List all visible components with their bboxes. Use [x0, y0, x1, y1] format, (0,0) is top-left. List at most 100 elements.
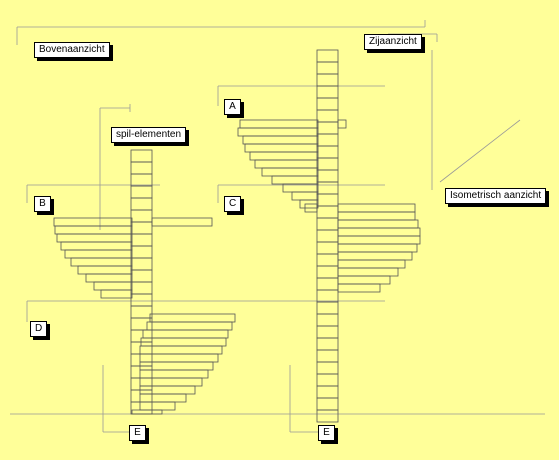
step [146, 321, 233, 331]
step [337, 203, 416, 213]
step [100, 289, 133, 299]
step [139, 401, 176, 411]
column-segment [130, 257, 153, 271]
step [291, 191, 319, 201]
step [337, 235, 421, 245]
column-segment [130, 341, 153, 355]
column-segment [316, 325, 339, 339]
column-segment [316, 145, 339, 159]
step [239, 119, 319, 129]
column-segment [316, 397, 339, 411]
column-segment [316, 193, 339, 207]
column-segment [130, 221, 153, 235]
step [244, 143, 319, 153]
step [77, 265, 133, 275]
step [337, 119, 347, 129]
step [304, 203, 318, 213]
step [139, 377, 203, 387]
column-segment [316, 265, 339, 279]
step [64, 249, 133, 259]
step [299, 199, 319, 209]
column-segment [130, 293, 153, 307]
step [151, 217, 213, 227]
step [53, 217, 133, 227]
column-segment [316, 181, 339, 195]
column-segment [130, 149, 153, 163]
step [139, 369, 209, 379]
column-segment [130, 233, 153, 247]
column-segment [316, 169, 339, 183]
step [242, 135, 319, 145]
label-section-a: A [224, 99, 241, 115]
column-segment [316, 361, 339, 375]
column-segment [130, 377, 153, 391]
column-segment [130, 389, 153, 403]
step [142, 329, 229, 339]
step [60, 241, 133, 251]
column-segment [316, 373, 339, 387]
column-segment [316, 289, 339, 303]
column-segment [316, 157, 339, 171]
column-segment [130, 401, 153, 415]
column-segment [316, 253, 339, 267]
column-segment [130, 329, 153, 343]
step [337, 251, 413, 261]
guide-line-isometric [439, 119, 521, 183]
step [337, 243, 418, 253]
step [337, 283, 381, 293]
column-segment [316, 61, 339, 75]
column-segment [316, 385, 339, 399]
column-segment [130, 305, 153, 319]
column-segment [316, 349, 339, 363]
column-segment [130, 365, 153, 379]
label-isometrisch-aanzicht: Isometrisch aanzicht [445, 188, 547, 204]
column-segment [316, 97, 339, 111]
column-segment [316, 241, 339, 255]
label-section-e-left: E [129, 425, 146, 441]
column-segment [316, 409, 339, 423]
step [271, 175, 319, 185]
column-segment [130, 245, 153, 259]
label-spil-elementen: spil-elementen [111, 127, 187, 143]
section-guide-lines [10, 20, 545, 433]
step [337, 211, 416, 221]
column-segment [316, 277, 339, 291]
column-segment [316, 133, 339, 147]
step [93, 281, 133, 291]
step [254, 159, 319, 169]
column-segment [130, 197, 153, 211]
column-segment [130, 185, 153, 199]
step [70, 257, 133, 267]
column-segment [316, 205, 339, 219]
label-zijaanzicht: Zijaanzicht [364, 34, 422, 50]
step [140, 337, 227, 347]
label-section-d: D [30, 321, 48, 337]
step [237, 127, 319, 137]
step [56, 233, 133, 243]
column-segment [316, 73, 339, 87]
label-section-b: B [34, 196, 51, 212]
step [337, 227, 421, 237]
step [85, 273, 133, 283]
column-segment [316, 337, 339, 351]
step [337, 259, 406, 269]
spiral-staircase-front-view [53, 149, 236, 415]
label-section-e-right: E [318, 425, 335, 441]
label-bovenaanzicht: Bovenaanzicht [34, 42, 110, 58]
column-segment [130, 353, 153, 367]
step [131, 409, 163, 415]
step [261, 167, 319, 177]
column-segment [316, 85, 339, 99]
column-segment [316, 109, 339, 123]
column-segment [316, 217, 339, 231]
column-segment [130, 317, 153, 331]
column-segment [316, 49, 339, 63]
label-section-c: C [224, 196, 242, 212]
step [249, 151, 319, 161]
step [139, 393, 187, 403]
column-segment [316, 301, 339, 315]
step [337, 219, 419, 229]
step [337, 267, 399, 277]
